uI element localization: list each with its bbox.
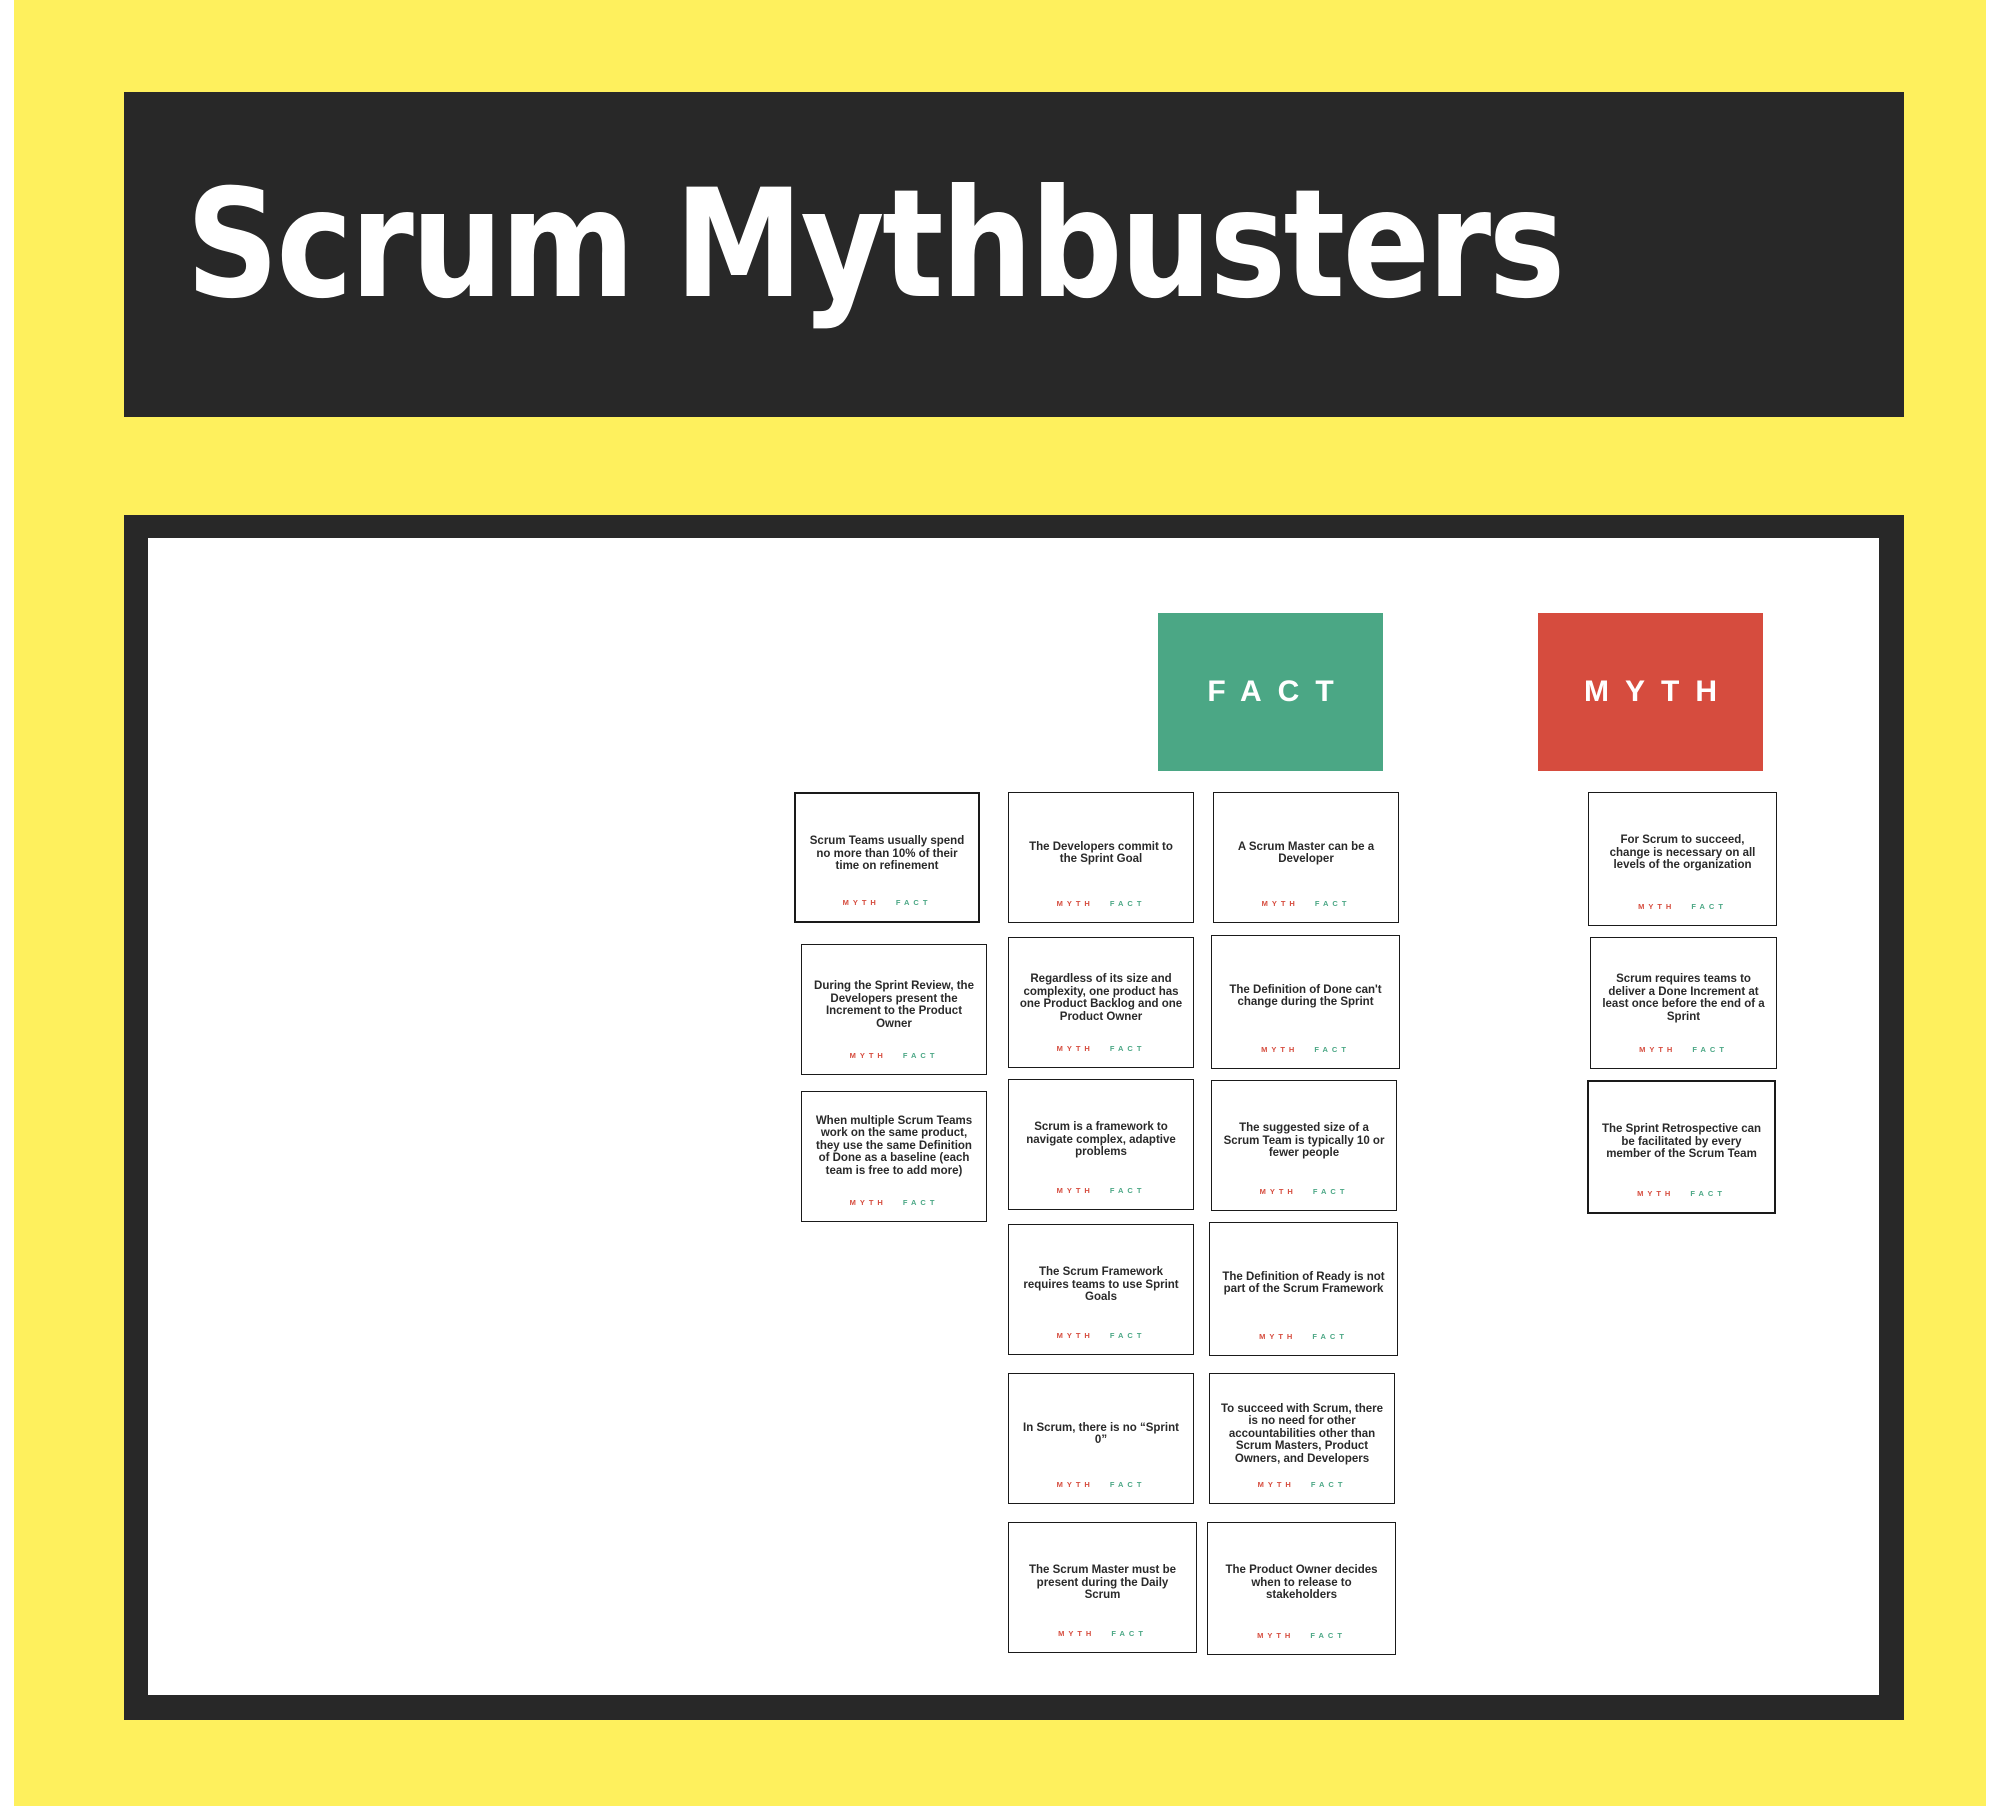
card-fact-b-4[interactable]: The Definition of Ready is not part of t… [1209,1222,1398,1356]
fact-option[interactable]: FACT [895,898,932,907]
fact-option[interactable]: FACT [1314,1045,1350,1054]
myth-option[interactable]: MYTH [1058,1629,1096,1638]
card-fact-a-3[interactable]: Scrum is a framework to navigate complex… [1008,1079,1194,1210]
fact-option[interactable]: FACT [1109,899,1146,908]
card-options: MYTH FACT [1009,899,1193,908]
whiteboard[interactable]: FACT MYTH Scrum Teams usually spend no m… [148,538,1879,1695]
card-unsorted-3[interactable]: When multiple Scrum Teams work on the sa… [801,1091,987,1222]
card-text: When multiple Scrum Teams work on the sa… [815,1114,973,1177]
fact-option[interactable]: FACT [902,1198,939,1207]
card-text: In Scrum, there is no “Sprint 0” [1023,1421,1179,1447]
myth-option[interactable]: MYTH [1259,1332,1297,1341]
card-options: MYTH FACT [1212,1187,1396,1196]
myth-option[interactable]: MYTH [1259,1187,1297,1196]
card-options: MYTH FACT [1210,1332,1397,1341]
fact-option[interactable]: FACT [1109,1186,1146,1195]
card-text: Scrum is a framework to navigate complex… [1026,1121,1176,1159]
card-text: To succeed with Scrum, there is no need … [1220,1402,1384,1465]
page-title: Scrum Mythbusters [186,158,1565,332]
myth-option[interactable]: MYTH [1637,1189,1675,1198]
card-text: Scrum Teams usually spend no more than 1… [809,835,965,873]
card-options: MYTH FACT [1591,1045,1776,1054]
card-fact-b-3[interactable]: The suggested size of a Scrum Team is ty… [1211,1080,1397,1211]
card-text: A Scrum Master can be a Developer [1237,840,1375,866]
card-text: During the Sprint Review, the Developers… [814,980,974,1030]
card-fact-a-2[interactable]: Regardless of its size and complexity, o… [1008,937,1194,1068]
card-text: The suggested size of a Scrum Team is ty… [1223,1122,1385,1160]
myth-option[interactable]: MYTH [849,1198,887,1207]
myth-option[interactable]: MYTH [849,1051,887,1060]
fact-option[interactable]: FACT [902,1051,939,1060]
fact-option[interactable]: FACT [1692,1045,1728,1054]
myth-option[interactable]: MYTH [1056,899,1094,908]
card-text: The Scrum Framework requires teams to us… [1023,1266,1179,1304]
myth-option[interactable]: MYTH [1056,1480,1094,1489]
myth-option[interactable]: MYTH [1638,902,1676,911]
myth-option[interactable]: MYTH [1257,1631,1295,1640]
card-text: The Product Owner decides when to releas… [1225,1564,1378,1602]
fact-option[interactable]: FACT [1312,1187,1349,1196]
card-fact-b-6[interactable]: The Product Owner decides when to releas… [1207,1522,1396,1655]
myth-option[interactable]: MYTH [1056,1044,1094,1053]
card-fact-a-4[interactable]: The Scrum Framework requires teams to us… [1008,1224,1194,1355]
card-text: Regardless of its size and complexity, o… [1019,973,1183,1023]
card-text: The Definition of Done can't change duri… [1229,983,1382,1009]
card-options: MYTH FACT [1589,1189,1774,1198]
card-text: The Developers commit to the Sprint Goal [1029,840,1173,866]
card-myth-3[interactable]: The Sprint Retrospective can be facilita… [1587,1080,1776,1214]
card-options: MYTH FACT [1009,1480,1193,1489]
card-options: MYTH FACT [1009,1186,1193,1195]
card-options: MYTH FACT [1009,1629,1196,1638]
card-fact-a-5[interactable]: In Scrum, there is no “Sprint 0” MYTH FA… [1008,1373,1194,1504]
card-text: For Scrum to succeed, change is necessar… [1609,834,1756,872]
fact-header-label: FACT [1207,675,1350,708]
card-text: The Definition of Ready is not part of t… [1222,1270,1385,1296]
card-fact-b-1[interactable]: A Scrum Master can be a Developer MYTH F… [1213,792,1399,923]
board-frame: FACT MYTH Scrum Teams usually spend no m… [124,515,1904,1720]
title-banner: Scrum Mythbusters [124,92,1904,417]
myth-header: MYTH [1538,613,1763,771]
myth-option[interactable]: MYTH [842,898,880,907]
card-options: MYTH FACT [1214,899,1398,908]
card-fact-b-5[interactable]: To succeed with Scrum, there is no need … [1209,1373,1395,1504]
myth-header-label: MYTH [1584,675,1733,708]
card-options: MYTH FACT [1009,1044,1193,1053]
myth-option[interactable]: MYTH [1261,1045,1299,1054]
card-options: MYTH FACT [796,898,978,907]
card-unsorted-1[interactable]: Scrum Teams usually spend no more than 1… [794,792,980,923]
myth-option[interactable]: MYTH [1639,1045,1677,1054]
myth-option[interactable]: MYTH [1056,1186,1094,1195]
card-options: MYTH FACT [802,1198,986,1207]
card-options: MYTH FACT [1009,1331,1193,1340]
fact-option[interactable]: FACT [1310,1631,1346,1640]
fact-option[interactable]: FACT [1312,1332,1348,1341]
card-options: MYTH FACT [1208,1631,1395,1640]
myth-option[interactable]: MYTH [1261,899,1299,908]
fact-option[interactable]: FACT [1109,1331,1146,1340]
card-fact-a-6[interactable]: The Scrum Master must be present during … [1008,1522,1197,1653]
fact-option[interactable]: FACT [1314,899,1351,908]
card-options: MYTH FACT [1212,1045,1399,1054]
card-text: Scrum requires teams to deliver a Done I… [1602,973,1765,1023]
myth-option[interactable]: MYTH [1257,1480,1295,1489]
card-myth-2[interactable]: Scrum requires teams to deliver a Done I… [1590,937,1777,1069]
card-text: The Scrum Master must be present during … [1029,1564,1176,1602]
card-myth-1[interactable]: For Scrum to succeed, change is necessar… [1588,792,1777,926]
fact-option[interactable]: FACT [1691,902,1727,911]
card-options: MYTH FACT [802,1051,986,1060]
fact-option[interactable]: FACT [1109,1480,1146,1489]
fact-header: FACT [1158,613,1383,771]
fact-option[interactable]: FACT [1690,1189,1726,1198]
fact-option[interactable]: FACT [1111,1629,1147,1638]
card-fact-b-2[interactable]: The Definition of Done can't change duri… [1211,935,1400,1069]
card-unsorted-2[interactable]: During the Sprint Review, the Developers… [801,944,987,1075]
myth-option[interactable]: MYTH [1056,1331,1094,1340]
fact-option[interactable]: FACT [1310,1480,1347,1489]
card-options: MYTH FACT [1589,902,1776,911]
page-background: Scrum Mythbusters FACT MYTH Scrum Teams … [14,0,1986,1806]
card-options: MYTH FACT [1210,1480,1394,1489]
fact-option[interactable]: FACT [1109,1044,1146,1053]
card-fact-a-1[interactable]: The Developers commit to the Sprint Goal… [1008,792,1194,923]
card-text: The Sprint Retrospective can be facilita… [1601,1123,1762,1161]
